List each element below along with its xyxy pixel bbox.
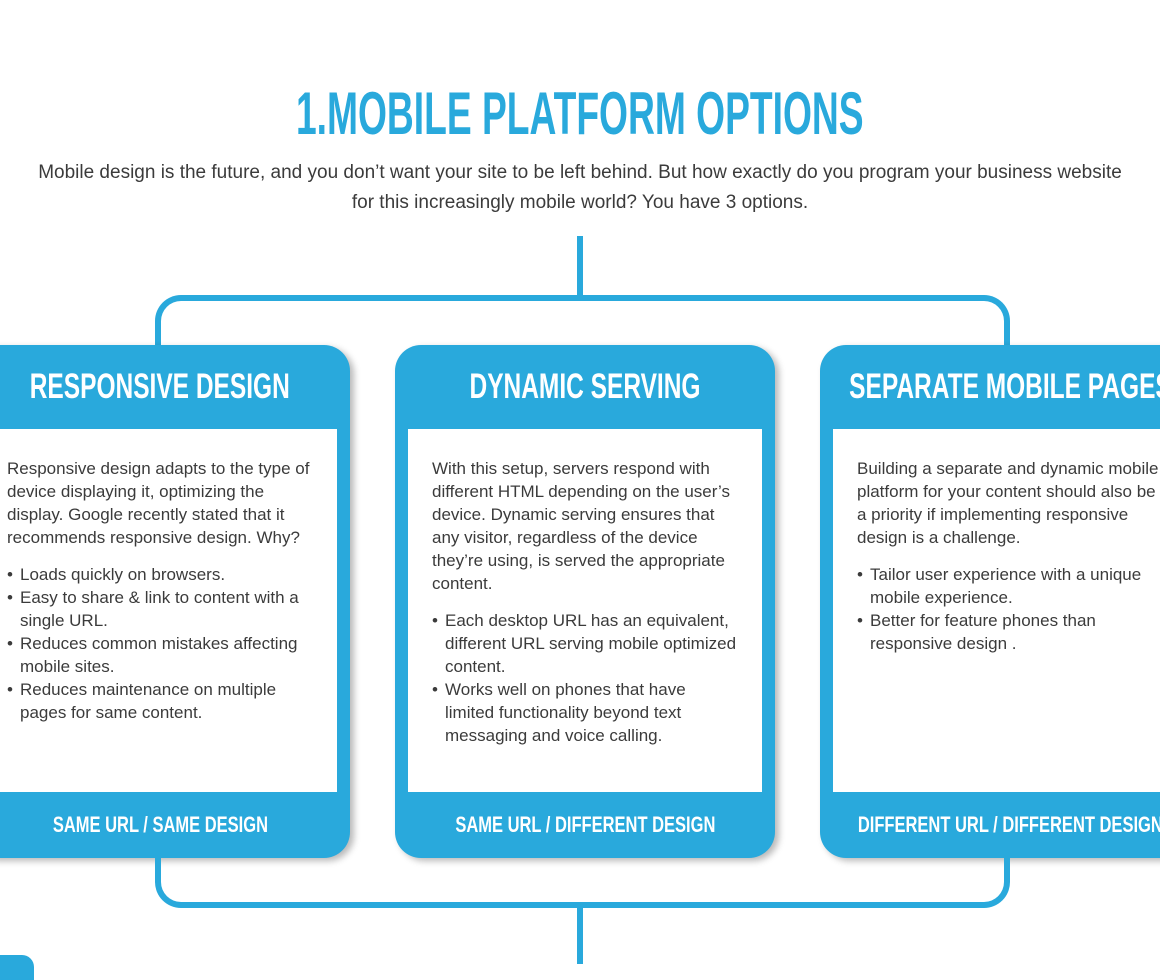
bullet-item: Reduces maintenance on multiple pages fo… — [7, 678, 313, 724]
page-title-text: 1.MOBILE PLATFORM OPTIONS — [296, 80, 864, 147]
bullet-list: Each desktop URL has an equivalent, diff… — [432, 609, 738, 747]
next-section-fragment — [0, 955, 34, 980]
card-title: DYNAMIC SERVING — [395, 345, 775, 429]
card-footer: DIFFERENT URL / DIFFERENT DESIGN — [820, 792, 1160, 858]
card-footer: SAME URL / DIFFERENT DESIGN — [395, 792, 775, 858]
bullet-item: Loads quickly on browsers. — [7, 563, 313, 586]
subtitle-line-1: Mobile design is the future, and you don… — [38, 162, 1122, 183]
bottom-connector-bracket — [155, 856, 1010, 908]
card-body: Responsive design adapts to the type of … — [0, 429, 337, 792]
page-title: 1.MOBILE PLATFORM OPTIONS — [0, 84, 1160, 144]
card-title-text: SEPARATE MOBILE PAGES — [848, 367, 1160, 406]
card-title-text: DYNAMIC SERVING — [469, 367, 701, 406]
card-footer-text: DIFFERENT URL / DIFFERENT DESIGN — [857, 812, 1160, 837]
bullet-list: Loads quickly on browsers. Easy to share… — [7, 563, 313, 724]
card-title: SEPARATE MOBILE PAGES — [820, 345, 1160, 429]
card-body: With this setup, servers respond with di… — [408, 429, 762, 792]
card-title-text: RESPONSIVE DESIGN — [29, 367, 291, 406]
bullet-item: Works well on phones that have limited f… — [432, 678, 738, 747]
card-dynamic-serving: DYNAMIC SERVING With this setup, servers… — [395, 345, 775, 858]
card-body: Building a separate and dynamic mobile p… — [833, 429, 1160, 792]
card-intro: Responsive design adapts to the type of … — [7, 459, 310, 547]
bullet-item: Tailor user experience with a unique mob… — [857, 563, 1160, 609]
bullet-list: Tailor user experience with a unique mob… — [857, 563, 1160, 655]
bullet-item: Reduces common mistakes affecting mobile… — [7, 632, 313, 678]
bottom-connector-stem — [577, 902, 583, 964]
subtitle-line-2: for this increasingly mobile world? You … — [351, 192, 809, 213]
bullet-item: Easy to share & link to content with a s… — [7, 586, 313, 632]
top-connector-bracket — [155, 295, 1010, 347]
card-intro: Building a separate and dynamic mobile p… — [857, 459, 1159, 547]
bullet-item: Better for feature phones than responsiv… — [857, 609, 1160, 655]
subtitle: Mobile design is the future, and you don… — [0, 158, 1160, 218]
card-separate-mobile-pages: SEPARATE MOBILE PAGES Building a separat… — [820, 345, 1160, 858]
card-intro: With this setup, servers respond with di… — [432, 459, 731, 593]
card-footer-text: SAME URL / SAME DESIGN — [52, 812, 268, 837]
card-responsive-design: RESPONSIVE DESIGN Responsive design adap… — [0, 345, 350, 858]
top-connector-stem — [577, 236, 583, 298]
card-footer: SAME URL / SAME DESIGN — [0, 792, 350, 858]
card-footer-text: SAME URL / DIFFERENT DESIGN — [454, 812, 716, 837]
bullet-item: Each desktop URL has an equivalent, diff… — [432, 609, 738, 678]
card-title: RESPONSIVE DESIGN — [0, 345, 350, 429]
